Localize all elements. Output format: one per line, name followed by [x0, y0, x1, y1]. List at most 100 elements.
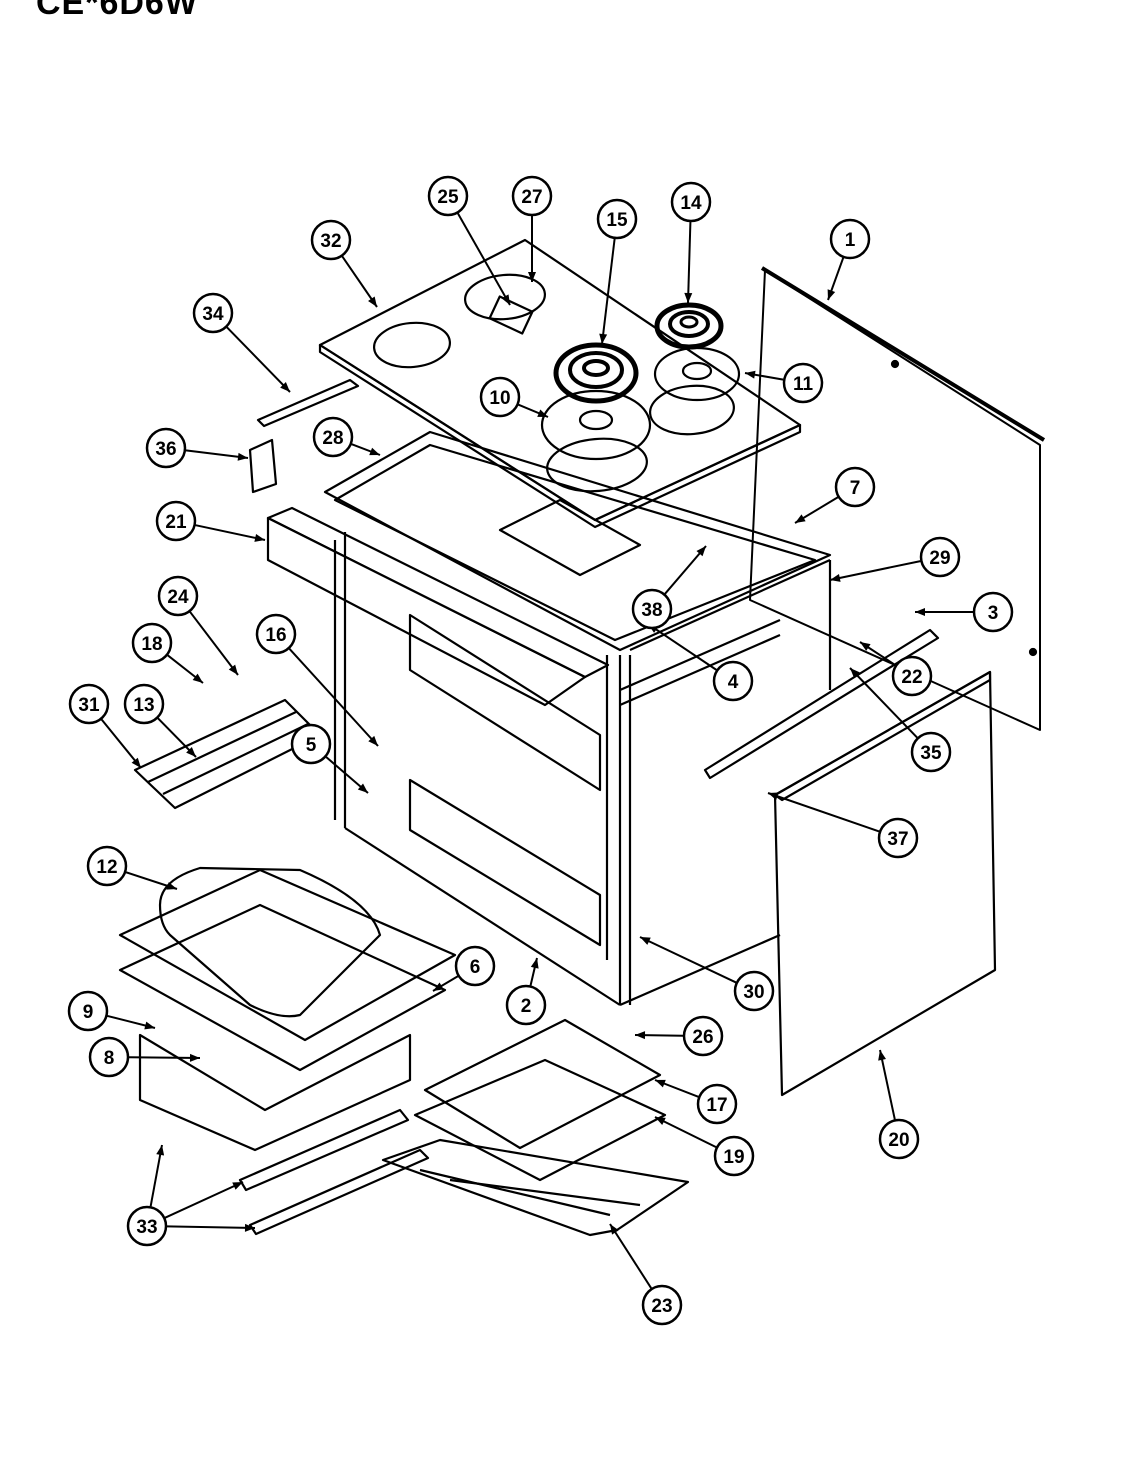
leader-line [664, 545, 707, 595]
oven-body [323, 430, 832, 1007]
cooktop [318, 238, 802, 529]
callout-circle [641, 1284, 683, 1326]
leader-line [687, 221, 692, 304]
callout-27: 27 [511, 175, 553, 282]
side-panel [773, 670, 997, 1097]
callout-4: 4 [647, 623, 754, 702]
callout-number: 22 [901, 667, 922, 688]
bake-element [133, 698, 322, 810]
callout-number: 35 [920, 743, 942, 764]
callout-22: 22 [859, 641, 933, 697]
leader-arrowhead [795, 514, 806, 523]
callout-number: 16 [265, 625, 286, 646]
leader-line [185, 449, 249, 459]
callout-circle [310, 219, 352, 261]
callout-circle [126, 1205, 168, 1247]
callout-number: 9 [83, 1002, 94, 1023]
callout-circle [479, 376, 521, 418]
leader-arrowhead [368, 296, 377, 307]
callout-34: 34 [192, 292, 291, 393]
callout-31: 31 [68, 683, 142, 769]
callout-number: 1 [845, 230, 856, 251]
callout-number: 2 [521, 996, 532, 1017]
callout-circle [696, 1083, 738, 1125]
callout-circle [157, 575, 199, 617]
leader-arrowhead [232, 1182, 243, 1190]
oven-bottom [118, 868, 457, 1152]
callout-number: 6 [470, 957, 481, 978]
leader-arrowhead [537, 409, 548, 417]
callout-number: 17 [706, 1095, 727, 1116]
leader-arrowhead [144, 1021, 155, 1030]
leader-line [128, 1056, 201, 1059]
leader-arrowhead [827, 289, 836, 300]
trim-strip [256, 378, 360, 428]
callout-number: 27 [521, 187, 542, 208]
leader-arrowhead [244, 1223, 255, 1232]
oven-rack [381, 1138, 690, 1237]
leader-arrowhead [189, 1053, 200, 1062]
leader-line [829, 560, 921, 581]
callout-circle [829, 218, 871, 260]
leader-arrowhead [768, 792, 779, 801]
leader-line [226, 326, 291, 393]
callout-5: 5 [290, 723, 369, 794]
callout-number: 24 [167, 587, 189, 608]
callout-circle [910, 731, 952, 773]
callout-circle [67, 990, 109, 1032]
leader-arrowhead [166, 882, 177, 890]
callout-circle [454, 945, 496, 987]
leader-arrowhead [655, 1117, 666, 1126]
callout-circle [733, 970, 775, 1012]
leader-line [288, 648, 379, 747]
callout-circle [511, 175, 553, 217]
callout-circle [68, 683, 110, 725]
leader-line [149, 1144, 163, 1207]
model-title: CE*6D6W [36, 0, 198, 22]
callout-number: 30 [743, 982, 764, 1003]
callout-17: 17 [654, 1079, 738, 1125]
callout-number: 23 [651, 1296, 672, 1317]
callout-number: 29 [929, 548, 950, 569]
leader-arrowhead [237, 452, 248, 461]
leader-arrowhead [433, 982, 444, 991]
callout-circle [427, 175, 469, 217]
callout-number: 14 [680, 193, 702, 214]
callout-16: 16 [255, 613, 379, 747]
callout-18: 18 [131, 622, 204, 684]
leader-line [601, 238, 616, 345]
callout-number: 4 [728, 672, 739, 693]
callout-32: 32 [310, 219, 378, 308]
callout-number: 15 [606, 210, 628, 231]
leader-line [879, 1049, 896, 1120]
leader-arrowhead [850, 668, 860, 678]
callout-36: 36 [145, 427, 249, 469]
leader-line [100, 718, 142, 769]
leader-line [609, 1223, 653, 1289]
callout-8: 8 [88, 1036, 201, 1078]
callout-number: 5 [306, 735, 317, 756]
leader-arrowhead [915, 608, 925, 616]
side-bracket [248, 438, 278, 494]
leader-arrowhead [830, 574, 841, 582]
callout-number: 8 [104, 1048, 115, 1069]
callout-20: 20 [878, 1049, 920, 1160]
leader-line [195, 524, 266, 541]
callout-circle [713, 1135, 755, 1177]
leader-arrowhead [696, 546, 706, 557]
callout-circle [123, 683, 165, 725]
callout-number: 25 [437, 187, 459, 208]
leader-line [164, 1181, 244, 1219]
callout-circle [312, 416, 354, 458]
leader-line [647, 623, 717, 671]
callout-circle [782, 362, 824, 404]
leader-line [654, 1116, 717, 1149]
callout-circle [878, 1118, 920, 1160]
leader-line [767, 792, 880, 833]
surface-burners [540, 302, 741, 461]
callout-9: 9 [67, 990, 156, 1032]
callout-3: 3 [915, 591, 1014, 633]
leader-line [166, 1225, 256, 1229]
leader-arrowhead [530, 958, 539, 969]
